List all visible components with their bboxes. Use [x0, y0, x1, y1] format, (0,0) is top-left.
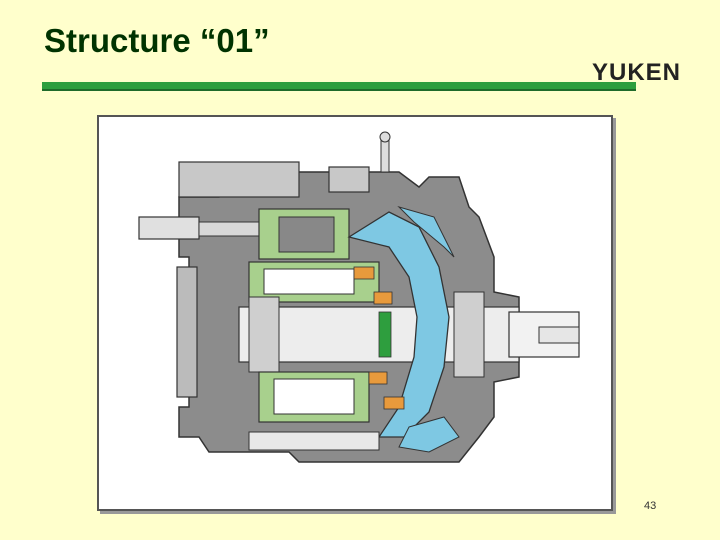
yuken-logo: YUKEN — [592, 59, 681, 84]
pump-cross-section-icon — [138, 131, 580, 463]
title-underline-shadow — [42, 89, 636, 91]
title-underline — [42, 82, 636, 89]
pump-cross-section-figure — [97, 115, 613, 511]
slide-title: Structure “01” — [44, 22, 270, 59]
page-number: 43 — [644, 500, 657, 512]
logo-text: YUKEN — [592, 59, 681, 84]
